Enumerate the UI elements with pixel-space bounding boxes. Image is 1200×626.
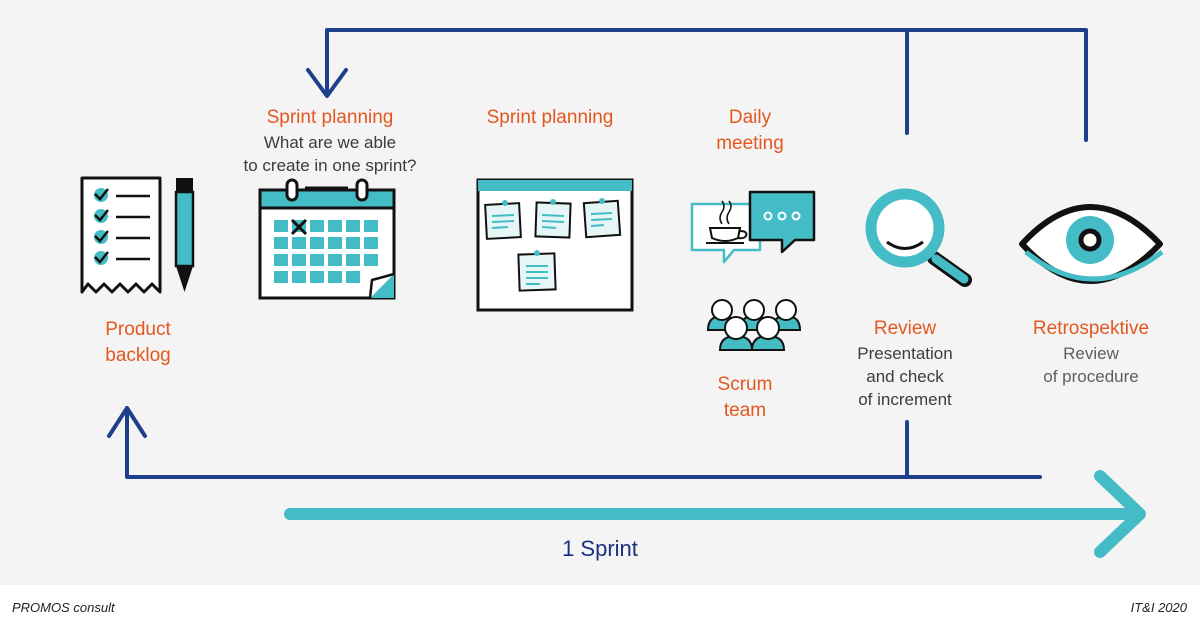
checklist-icon xyxy=(80,176,195,294)
sprint-timeline-arrow xyxy=(284,470,1146,558)
team-icon xyxy=(706,299,802,351)
review-sub-line2: and check xyxy=(866,367,944,386)
retro-label: Retrospektive Review of procedure xyxy=(1015,316,1167,388)
backlog-title-line1: Product xyxy=(105,319,171,340)
bottom-feedback-arrow xyxy=(107,406,1042,479)
calendar-icon xyxy=(258,178,396,300)
scrum-title-line1: Scrum xyxy=(717,374,773,395)
sticky-board-icon xyxy=(476,178,634,312)
review-title: Review xyxy=(873,318,937,339)
planning1-sub-line1: What are we able xyxy=(263,133,397,152)
backlog-title: Product backlog xyxy=(80,317,196,369)
scrum-title: Scrum team xyxy=(700,372,790,424)
daily-title-line2: meeting xyxy=(716,133,784,154)
top-feedback-arrow xyxy=(306,28,1088,142)
scrum-title-line2: team xyxy=(723,400,767,421)
retro-title: Retrospektive xyxy=(1032,318,1150,339)
backlog-title-line2: backlog xyxy=(105,345,171,366)
review-sub-line1: Presentation xyxy=(857,344,953,363)
review-label: Review Presentation and check of increme… xyxy=(835,316,975,411)
review-sub-line3: of increment xyxy=(858,390,952,409)
planning1-sub-line2: to create in one sprint? xyxy=(243,156,417,175)
planning1-label: Sprint planning What are we able to crea… xyxy=(230,105,430,177)
eye-icon xyxy=(1019,204,1164,284)
magnifier-icon xyxy=(865,188,972,287)
sprint-label: 1 Sprint xyxy=(562,536,638,561)
retro-sub-line1: Review xyxy=(1063,344,1119,363)
footer-right: IT&I 2020 xyxy=(1130,600,1187,615)
daily-title-line1: Daily xyxy=(728,107,772,128)
daily-title: Daily meeting xyxy=(700,105,800,157)
planning2-title: Sprint planning xyxy=(486,107,614,128)
footer-left: PROMOS consult xyxy=(12,600,115,615)
planning1-title: Sprint planning xyxy=(266,107,394,128)
scrum-cycle-diagram xyxy=(80,28,1164,558)
retro-sub-line2: of procedure xyxy=(1043,367,1139,386)
chat-coffee-icon xyxy=(690,190,816,264)
